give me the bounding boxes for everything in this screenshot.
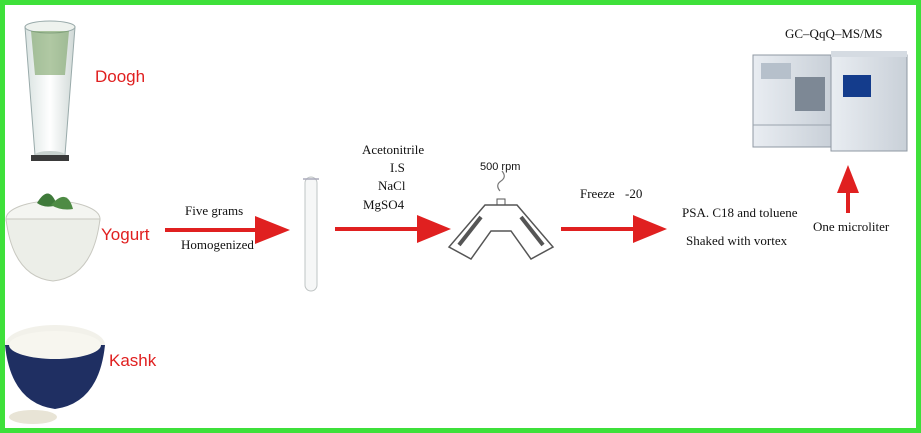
gc-instrument-image bbox=[752, 51, 908, 152]
arrow-2 bbox=[335, 215, 451, 243]
food-label-doogh: Doogh bbox=[95, 67, 146, 86]
test-tube-image bbox=[303, 176, 319, 292]
cleanup-label: PSA. C18 and toluene bbox=[682, 205, 798, 220]
diagram-graphics bbox=[5, 20, 908, 424]
centrifuge-image bbox=[447, 170, 555, 260]
arrow-1 bbox=[165, 216, 290, 244]
reagent-acetonitrile: Acetonitrile bbox=[362, 142, 425, 157]
freeze-temp-label: -20 bbox=[625, 186, 643, 201]
doogh-image bbox=[24, 20, 76, 161]
instrument-label: GC–QqQ–MS/MS bbox=[785, 26, 883, 41]
kashk-image bbox=[5, 325, 105, 424]
step1-weight-label: Five grams bbox=[185, 203, 244, 218]
reagent-nacl: NaCl bbox=[378, 178, 406, 193]
arrow-3 bbox=[561, 215, 667, 243]
reagent-mgso4: MgSO4 bbox=[363, 197, 405, 212]
step1-homogenized-label: Homogenized bbox=[181, 237, 254, 252]
food-label-kashk: Kashk bbox=[109, 351, 157, 370]
centrifuge-speed-label: 500 rpm bbox=[480, 161, 521, 173]
freeze-label: Freeze bbox=[580, 186, 615, 201]
vortex-label: Shaked with vortex bbox=[686, 233, 788, 248]
arrow-4-up bbox=[837, 165, 859, 213]
reagent-is: I.S bbox=[390, 160, 405, 175]
yogurt-image bbox=[5, 193, 101, 282]
injection-volume-label: One microliter bbox=[813, 219, 890, 234]
food-label-yogurt: Yogurt bbox=[101, 225, 150, 244]
